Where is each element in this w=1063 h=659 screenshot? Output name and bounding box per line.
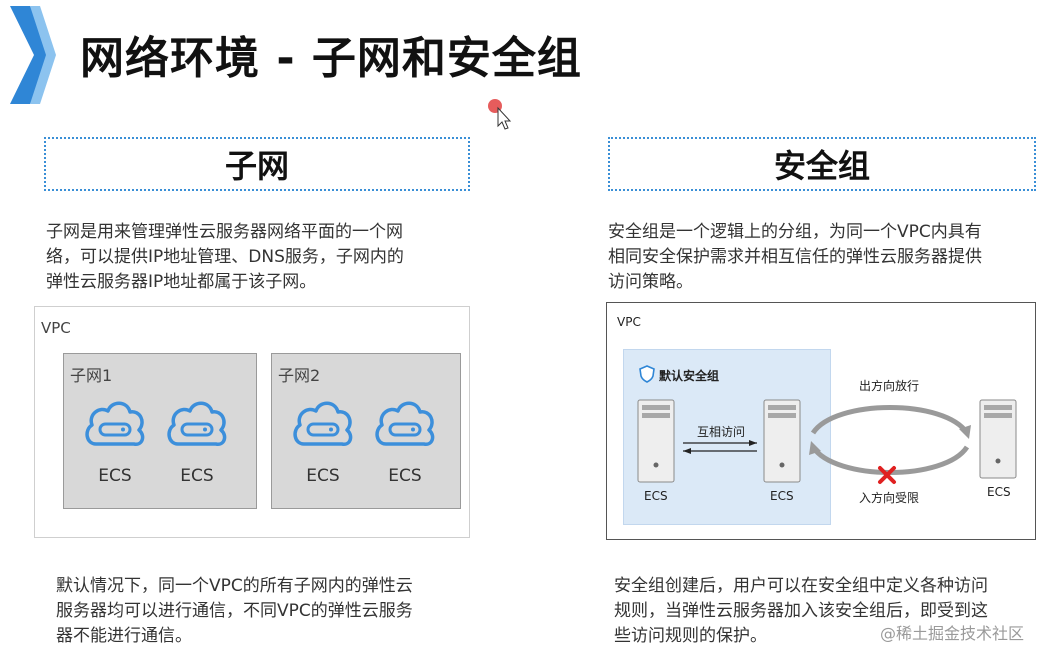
security-group-diagram: VPC 默认安全组 ECS ECS 互相访问 出方向放行 入方向受 — [606, 302, 1036, 540]
subnet-1-label: 子网1 — [70, 366, 113, 385]
subnet-1-box: 子网1 ECS ECS — [63, 353, 257, 509]
ecs-label: ECS — [306, 466, 340, 486]
security-description-line: 访问策略。 — [608, 272, 693, 292]
ecs-label: ECS — [98, 466, 132, 486]
ecs-label: ECS — [644, 489, 668, 503]
shield-icon — [639, 365, 655, 383]
subnet-2-box: 子网2 ECS ECS — [271, 353, 461, 509]
outbound-label: 出方向放行 — [859, 379, 920, 393]
mutual-access-label: 互相访问 — [697, 425, 746, 439]
security-group-header: 安全组 — [608, 137, 1036, 191]
page-title: 网络环境 - 子网和安全组 — [80, 33, 582, 84]
mouse-cursor-icon — [488, 99, 512, 130]
security-description-line: 安全组是一个逻辑上的分组，为同一个VPC内具有 — [608, 222, 982, 242]
security-footer-line: 些访问规则的保护。 — [614, 626, 767, 646]
security-group-footer: 安全组创建后，用户可以在安全组中定义各种访问 规则，当弹性云服务器加入该安全组后… — [614, 574, 1054, 649]
watermark: @稀土掘金技术社区 — [880, 624, 1025, 643]
server-icon — [979, 399, 1017, 479]
vpc-label: VPC — [617, 315, 641, 329]
subnet-footer: 默认情况下，同一个VPC的所有子网内的弹性云 服务器均可以进行通信，不同VPC的… — [56, 574, 476, 649]
subnet-header-label: 子网 — [224, 147, 289, 185]
subnet-footer-line: 器不能进行通信。 — [56, 626, 192, 646]
chevron-logo-icon — [10, 6, 56, 104]
ecs-cloud-icon — [85, 401, 145, 446]
ecs-label: ECS — [770, 489, 794, 503]
blocked-x-icon — [878, 466, 896, 484]
subnet-description-line: 弹性云服务器IP地址都属于该子网。 — [46, 272, 317, 292]
subnet-description: 子网是用来管理弹性云服务器网络平面的一个网 络，可以提供IP地址管理、DNS服务… — [46, 220, 476, 295]
ecs-cloud-icon — [293, 401, 353, 446]
ecs-label: ECS — [987, 485, 1011, 499]
subnet-header: 子网 — [44, 137, 470, 191]
security-footer-line: 安全组创建后，用户可以在安全组中定义各种访问 — [614, 576, 988, 596]
inbound-label: 入方向受限 — [859, 491, 920, 505]
security-group-header-label: 安全组 — [773, 147, 870, 185]
subnet-footer-line: 默认情况下，同一个VPC的所有子网内的弹性云 — [56, 576, 413, 596]
ecs-label: ECS — [388, 466, 422, 486]
subnet-2-label: 子网2 — [278, 366, 321, 385]
ecs-label: ECS — [180, 466, 214, 486]
vpc-label: VPC — [41, 319, 71, 337]
security-footer-line: 规则，当弹性云服务器加入该安全组后，即受到这 — [614, 601, 988, 621]
subnet-footer-line: 服务器均可以进行通信，不同VPC的弹性云服务 — [56, 601, 413, 621]
server-icon — [763, 399, 801, 483]
security-description-line: 相同安全保护需求并相互信任的弹性云服务器提供 — [608, 247, 982, 267]
ecs-cloud-icon — [375, 401, 435, 446]
subnet-description-line: 子网是用来管理弹性云服务器网络平面的一个网 — [46, 222, 403, 242]
server-icon — [637, 399, 675, 483]
bidirectional-arrow-icon — [683, 440, 757, 454]
subnet-description-line: 络，可以提供IP地址管理、DNS服务，子网内的 — [46, 247, 404, 267]
ecs-cloud-icon — [167, 401, 227, 446]
subnet-vpc-diagram: VPC 子网1 ECS ECS 子网2 ECS ECS — [34, 306, 470, 538]
default-security-group-label: 默认安全组 — [659, 369, 720, 383]
security-group-description: 安全组是一个逻辑上的分组，为同一个VPC内具有 相同安全保护需求并相互信任的弹性… — [608, 220, 1048, 295]
